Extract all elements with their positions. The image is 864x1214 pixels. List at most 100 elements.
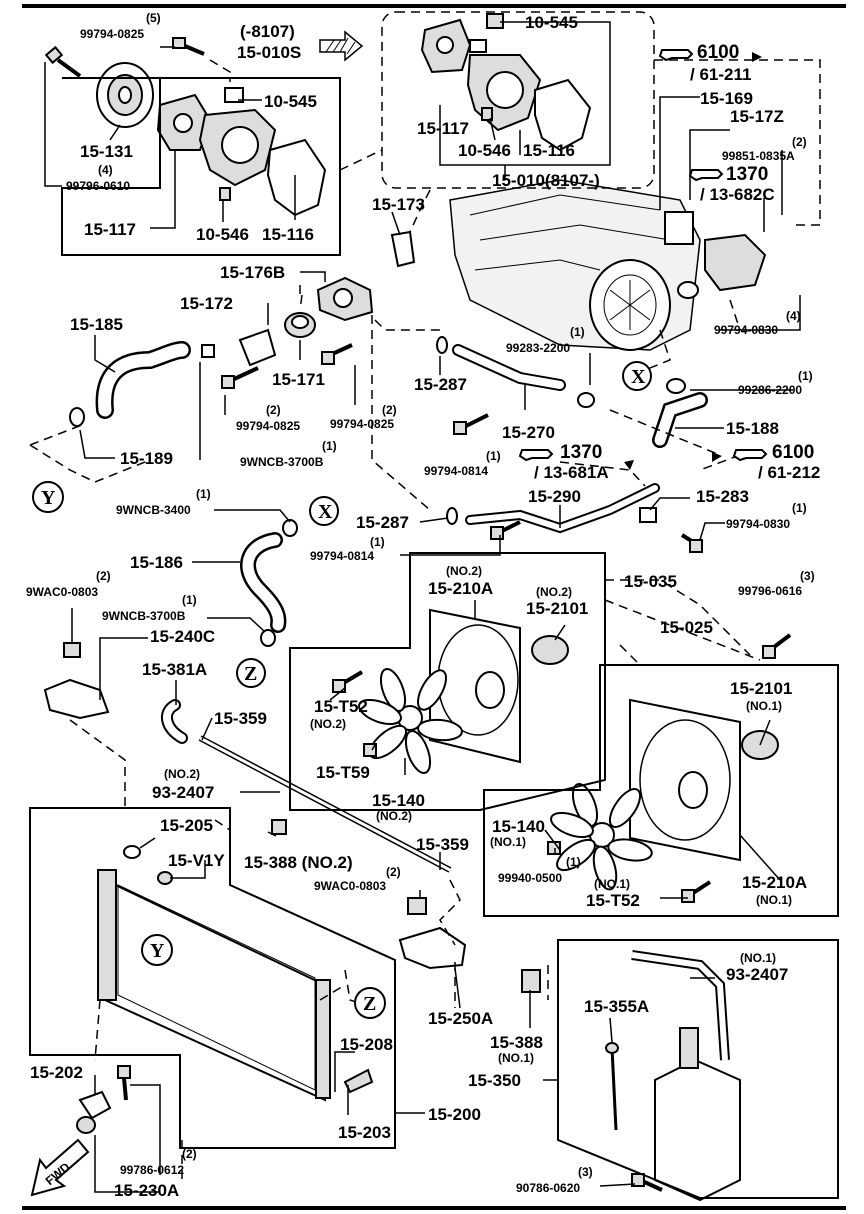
hand-pointer-icon: [732, 449, 768, 462]
label-part-number: 15-388: [490, 1033, 543, 1052]
label-circle-y: Y: [41, 487, 56, 509]
box-water-pump-8107: [61, 77, 341, 256]
label-variant: (NO.2): [376, 809, 412, 823]
gasket-part: [390, 230, 416, 268]
water-pump-part: [156, 87, 327, 217]
engine-block-part: [449, 179, 767, 351]
label-part-number: 15-208: [340, 1035, 393, 1054]
label-part-number: 99283-2200: [506, 341, 570, 355]
label-qty: (1): [486, 449, 501, 463]
label-part-number: 99794-0830: [726, 517, 790, 531]
label-variant: (NO.1): [746, 699, 782, 713]
label-reference: / 61-212: [758, 463, 820, 482]
label-part-number: 15-240C: [150, 627, 215, 646]
label-part-number: 15-173: [372, 195, 425, 214]
label-part-number: 93-2407: [152, 783, 214, 802]
circle-z-marker-2: [354, 987, 386, 1019]
fwd-arrow-icon: [30, 1138, 90, 1197]
label-part-number: 99794-0814: [424, 464, 488, 478]
label-part-number: 9WAC0-0803: [314, 879, 386, 893]
label-qty: (1): [792, 501, 807, 515]
dashed-connections: [29, 59, 821, 1180]
water-pump-part-2: [420, 13, 592, 152]
box-fan-no2: [289, 552, 606, 811]
label-qty: (3): [578, 1165, 593, 1179]
hatched-arrow-icon: [319, 30, 364, 62]
label-variant: (NO.2): [536, 585, 572, 599]
label-qty: (2): [382, 403, 397, 417]
label-part-number: 15-188: [726, 419, 779, 438]
circle-y-marker: [32, 481, 64, 513]
label-variant: (NO.1): [756, 893, 792, 907]
label-part-number: 15-200: [428, 1105, 481, 1124]
label-part-number: 15-T59: [316, 763, 370, 782]
arrowhead-icon: [712, 452, 722, 462]
label-circle-x: X: [631, 366, 646, 388]
label-qty: (2): [792, 135, 807, 149]
box-reservoir: [557, 939, 839, 1199]
label-qty: (1): [570, 325, 585, 339]
label-variant: (NO.2): [164, 767, 200, 781]
label-part-number: 15-010(8107-): [492, 171, 600, 190]
label-part-number: 15-T52: [586, 891, 640, 910]
label-part-number: 15-290: [528, 487, 581, 506]
label-circle-x: X: [318, 501, 333, 523]
circle-y-marker-2: [141, 934, 173, 966]
reservoir-part: [605, 950, 741, 1202]
label-reference: 1370: [726, 164, 768, 185]
label-part-number: 15-140: [372, 791, 425, 810]
label-circle-z: Z: [244, 663, 257, 685]
label-part-number: 15-116: [523, 141, 575, 160]
label-part-number: 15-025: [660, 618, 713, 637]
reference-hand-icons: [518, 49, 768, 462]
bracket-part: [43, 678, 110, 720]
label-part-number: 15-210A: [742, 873, 807, 892]
circle-x-marker-2: [309, 496, 339, 526]
hand-pointer-icon: [688, 169, 724, 182]
label-part-number: 15-2101: [526, 599, 588, 618]
box-radiator: [29, 807, 396, 1149]
label-part-number: 15-270: [502, 423, 555, 442]
label-part-number: 15-116: [262, 225, 314, 244]
label-qty: (1): [196, 487, 211, 501]
label-part-number: 15-117: [84, 220, 136, 239]
label-part-number: 9WNCB-3400: [116, 503, 191, 517]
label-qty: (1): [182, 593, 197, 607]
label-part-number: 15-205: [160, 816, 213, 835]
label-part-number: 99796-0610: [66, 179, 130, 193]
water-outlet-part: [238, 328, 277, 367]
label-part-number: 9WAC0-0803: [26, 585, 98, 599]
label-part-number: 15-230A: [114, 1181, 179, 1200]
circle-z-marker: [236, 658, 266, 688]
bolt-part: [44, 45, 64, 65]
label-reference: 6100: [772, 442, 814, 463]
label-part-number: 99794-0825: [236, 419, 300, 433]
label-part-number: 9WNCB-3700B: [240, 455, 324, 469]
label-part-number: 15-140: [492, 817, 545, 836]
fan-blade-no1-part: [550, 783, 653, 891]
part-labels: (5) 99794-0825 (-8107) 15-010S 10-545 15…: [26, 11, 820, 1200]
label-part-number: 99794-0830: [714, 323, 778, 337]
label-variant: (NO.1): [498, 1051, 534, 1065]
hand-pointer-icon: [518, 449, 554, 462]
box-water-pump-8107-later: [381, 11, 655, 189]
box-fan-no1: [483, 664, 839, 917]
label-qty: (2): [386, 865, 401, 879]
label-date-range: (-8107): [240, 22, 295, 41]
label-part-number: 9WNCB-3700B: [102, 609, 186, 623]
label-circle-z: Z: [363, 993, 376, 1015]
label-part-number: 15-350: [468, 1071, 521, 1090]
nut-part: [63, 642, 81, 658]
label-qty: (2): [266, 403, 281, 417]
label-part-number: 15-2101: [730, 679, 792, 698]
label-reference: 6100: [697, 42, 739, 63]
label-part-number: 15-T52: [314, 697, 368, 716]
label-part-number: 99794-0825: [330, 417, 394, 431]
label-part-number: 10-545: [525, 13, 578, 32]
group-boxes: [29, 11, 839, 1199]
label-variant: (NO.2): [446, 564, 482, 578]
label-part-number: 99286-2200: [738, 383, 802, 397]
label-part-number: 15-202: [30, 1063, 83, 1082]
label-part-number: 93-2407: [726, 965, 788, 984]
label-part-number: 15-171: [272, 370, 325, 389]
